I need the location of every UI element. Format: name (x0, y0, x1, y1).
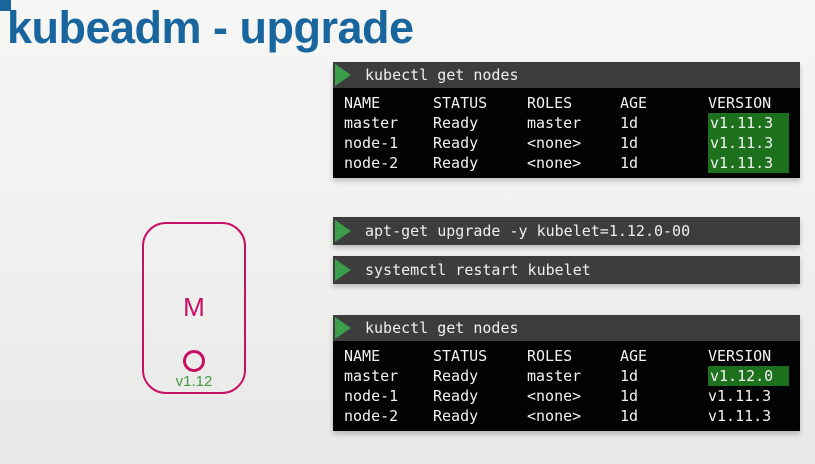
corner-accent-square (0, 0, 11, 11)
cell-roles: <none> (527, 387, 582, 405)
version-highlight: v1.11.3 (708, 153, 789, 173)
terminal-bottom-command: kubectl get nodes (365, 319, 519, 337)
terminal-top-command: kubectl get nodes (365, 66, 519, 84)
column-header-name: NAME (344, 94, 381, 112)
table-row: node-2 Ready <none> 1d v1.11.3 (344, 406, 800, 426)
column-header-age: AGE (620, 94, 648, 112)
table-row: node-1 Ready <none> 1d v1.11.3 (344, 133, 800, 153)
cell-status: Ready (433, 387, 479, 405)
cell-name: node-1 (344, 134, 399, 152)
cell-version: v1.11.3 (708, 407, 772, 425)
master-node-circle-icon (183, 350, 205, 372)
table-row: node-2 Ready <none> 1d v1.11.3 (344, 153, 800, 173)
cell-name: node-2 (344, 407, 399, 425)
cell-roles: master (527, 367, 582, 385)
cell-status: Ready (433, 134, 479, 152)
terminal-top-output: NAME STATUS ROLES AGE VERSION master Rea… (333, 88, 800, 178)
terminal-bottom-header: kubectl get nodes (333, 315, 800, 341)
cell-version: v1.11.3 (708, 153, 789, 173)
cell-roles: master (527, 114, 582, 132)
cell-status: Ready (433, 114, 479, 132)
cell-name: node-2 (344, 154, 399, 172)
cell-status: Ready (433, 407, 479, 425)
cell-name: master (344, 367, 399, 385)
play-icon (335, 64, 351, 86)
version-highlight: v1.12.0 (708, 366, 789, 386)
cell-name: node-1 (344, 387, 399, 405)
column-header-status: STATUS (433, 94, 488, 112)
column-header-age: AGE (620, 347, 648, 365)
cell-age: 1d (620, 387, 639, 405)
play-icon (335, 259, 351, 281)
command-bar-apt-get-upgrade: apt-get upgrade -y kubelet=1.12.0-00 (333, 217, 800, 245)
column-header-roles: ROLES (527, 347, 573, 365)
cell-age: 1d (620, 154, 639, 172)
cell-age: 1d (620, 114, 639, 132)
column-header-status: STATUS (433, 347, 488, 365)
table-row: master Ready master 1d v1.12.0 (344, 366, 800, 386)
cell-age: 1d (620, 407, 639, 425)
cell-age: 1d (620, 367, 639, 385)
table-header-row: NAME STATUS ROLES AGE VERSION (344, 93, 800, 113)
command-text: apt-get upgrade -y kubelet=1.12.0-00 (365, 222, 691, 240)
page-title: kubeadm - upgrade (7, 2, 414, 53)
cell-roles: <none> (527, 407, 582, 425)
cell-roles: <none> (527, 154, 582, 172)
column-header-name: NAME (344, 347, 381, 365)
version-highlight: v1.11.3 (708, 133, 789, 153)
cell-roles: <none> (527, 134, 582, 152)
cell-version: v1.12.0 (708, 366, 789, 386)
cell-name: master (344, 114, 399, 132)
cell-status: Ready (433, 367, 479, 385)
master-node-label: M (183, 292, 205, 322)
cell-version: v1.11.3 (708, 133, 789, 153)
cell-version: v1.11.3 (708, 387, 772, 405)
table-row: node-1 Ready <none> 1d v1.11.3 (344, 386, 800, 406)
version-highlight: v1.11.3 (708, 113, 789, 133)
table-row: master Ready master 1d v1.11.3 (344, 113, 800, 133)
master-node-shape: M v1.12 (142, 222, 246, 394)
cell-age: 1d (620, 134, 639, 152)
terminal-top-header: kubectl get nodes (333, 62, 800, 88)
command-bar-systemctl-restart: systemctl restart kubelet (333, 256, 800, 284)
column-header-version: VERSION (708, 347, 772, 365)
master-node-version: v1.12 (175, 373, 213, 390)
terminal-top: kubectl get nodes NAME STATUS ROLES AGE … (333, 62, 800, 178)
terminal-bottom-output: NAME STATUS ROLES AGE VERSION master Rea… (333, 341, 800, 431)
play-icon (335, 220, 351, 242)
column-header-version: VERSION (708, 94, 772, 112)
cell-version: v1.11.3 (708, 113, 789, 133)
cell-status: Ready (433, 154, 479, 172)
command-text: systemctl restart kubelet (365, 261, 591, 279)
play-icon (335, 317, 351, 339)
table-header-row: NAME STATUS ROLES AGE VERSION (344, 346, 800, 366)
column-header-roles: ROLES (527, 94, 573, 112)
terminal-bottom: kubectl get nodes NAME STATUS ROLES AGE … (333, 315, 800, 431)
